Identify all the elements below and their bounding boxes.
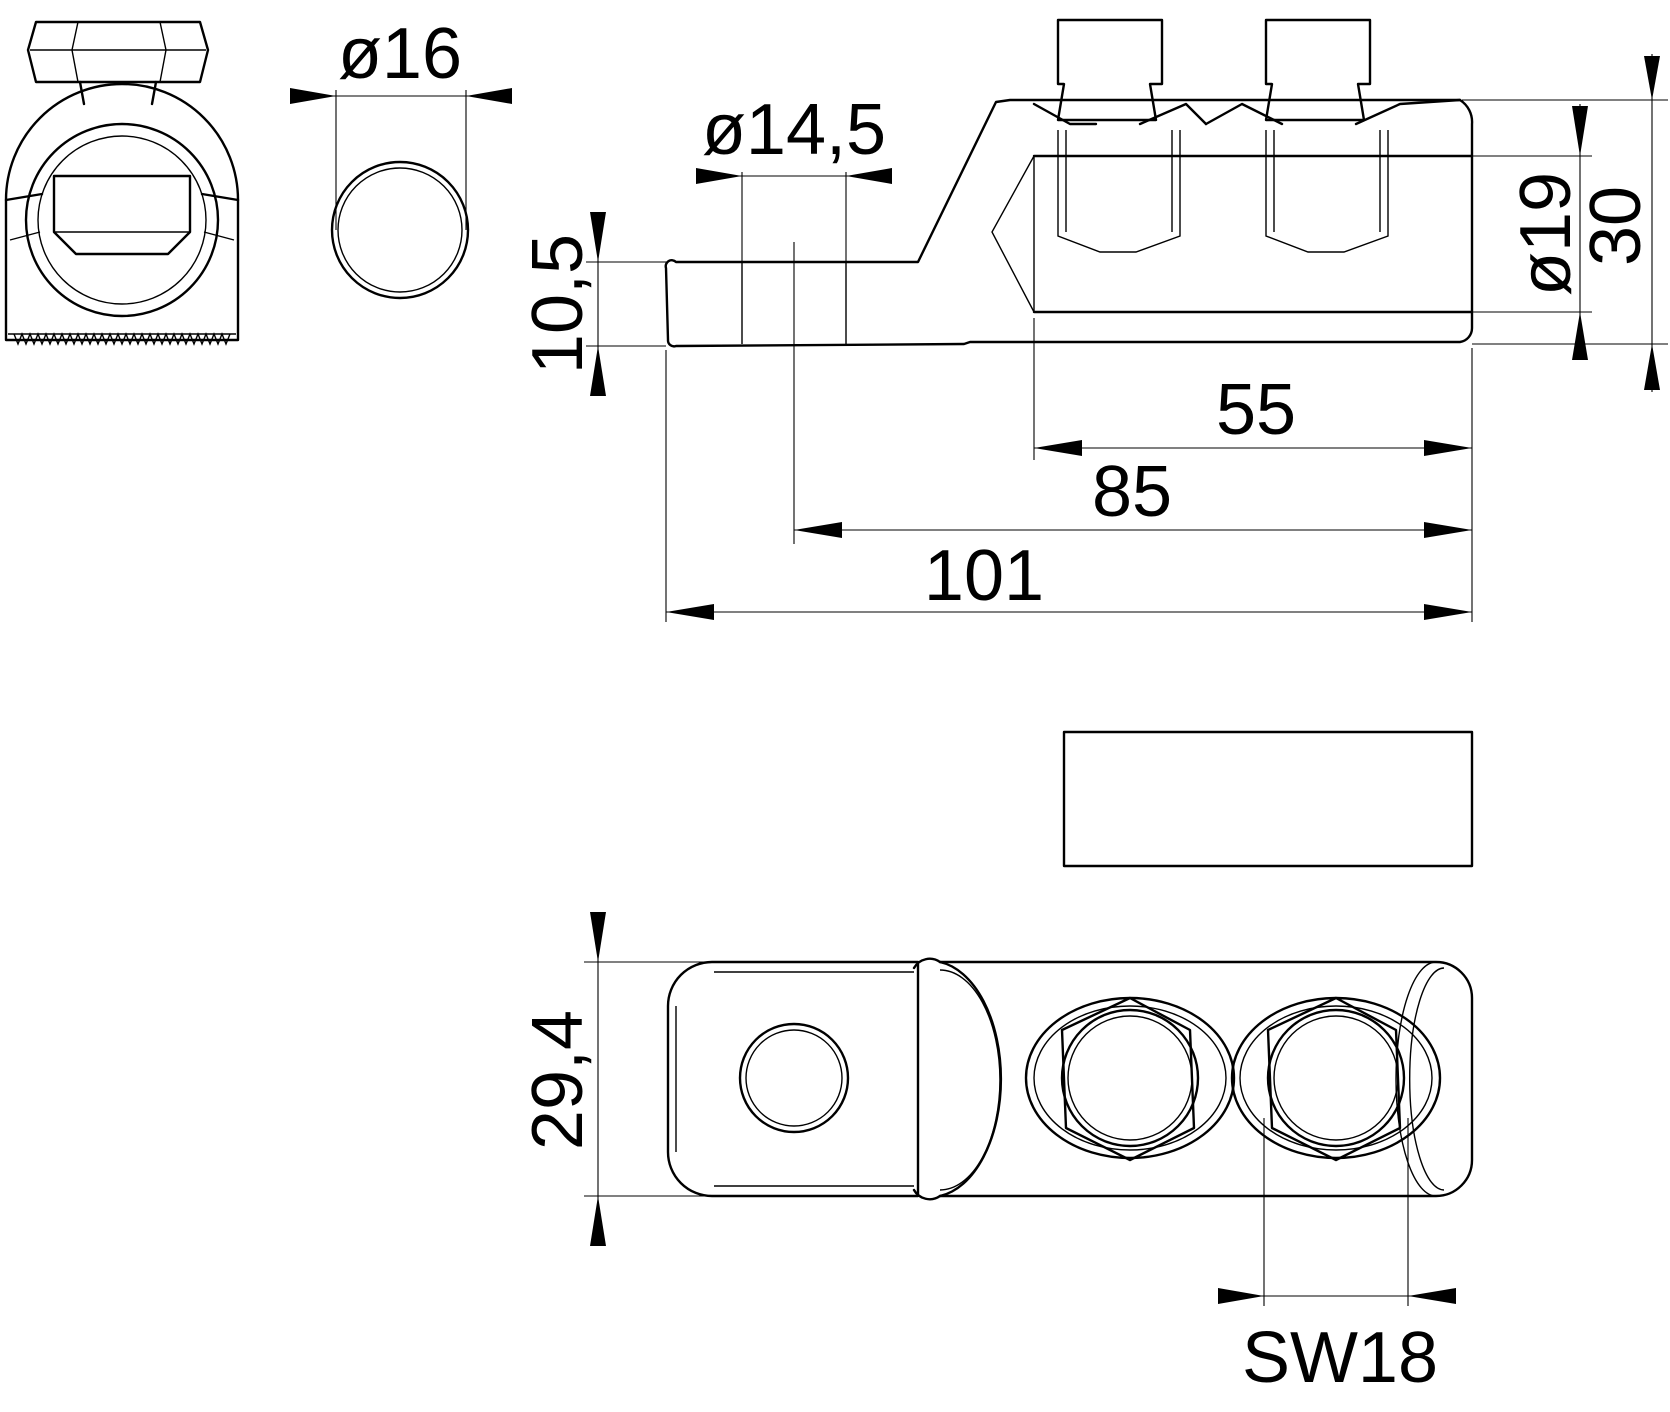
top-view [666, 957, 1474, 1201]
dimension-sw18: SW18 [1242, 1318, 1438, 1398]
dimension-30-group: 30 [1462, 54, 1668, 392]
dimension-10-5: 10,5 [518, 234, 598, 374]
dimension-d19: ø19 [1506, 172, 1586, 296]
dimension-sw18-group: SW18 [1218, 1118, 1456, 1398]
dimension-d14-5: ø14,5 [702, 90, 886, 170]
dimension-85-group: 85 [794, 452, 1472, 538]
dimension-d16: ø16 [338, 14, 462, 94]
dimension-d19-group: ø19 [1472, 104, 1592, 360]
dimension-55: 55 [1216, 370, 1296, 450]
dimension-29-4: 29,4 [518, 1010, 598, 1150]
dimension-30: 30 [1576, 186, 1656, 266]
dimension-55-group: 55 [1034, 370, 1472, 456]
conductor-section-view: ø16 [290, 14, 512, 300]
dimension-101-group: 101 [666, 536, 1472, 620]
dimension-101: 101 [924, 536, 1044, 616]
end-view [4, 20, 240, 346]
side-view [664, 18, 1474, 348]
dimension-10-5-group: 10,5 [518, 212, 666, 396]
insert-block [1062, 730, 1474, 868]
dimension-85: 85 [1092, 452, 1172, 532]
dimension-29-4-group: 29,4 [518, 912, 712, 1246]
dimension-d14-5-group: ø14,5 [696, 90, 892, 262]
